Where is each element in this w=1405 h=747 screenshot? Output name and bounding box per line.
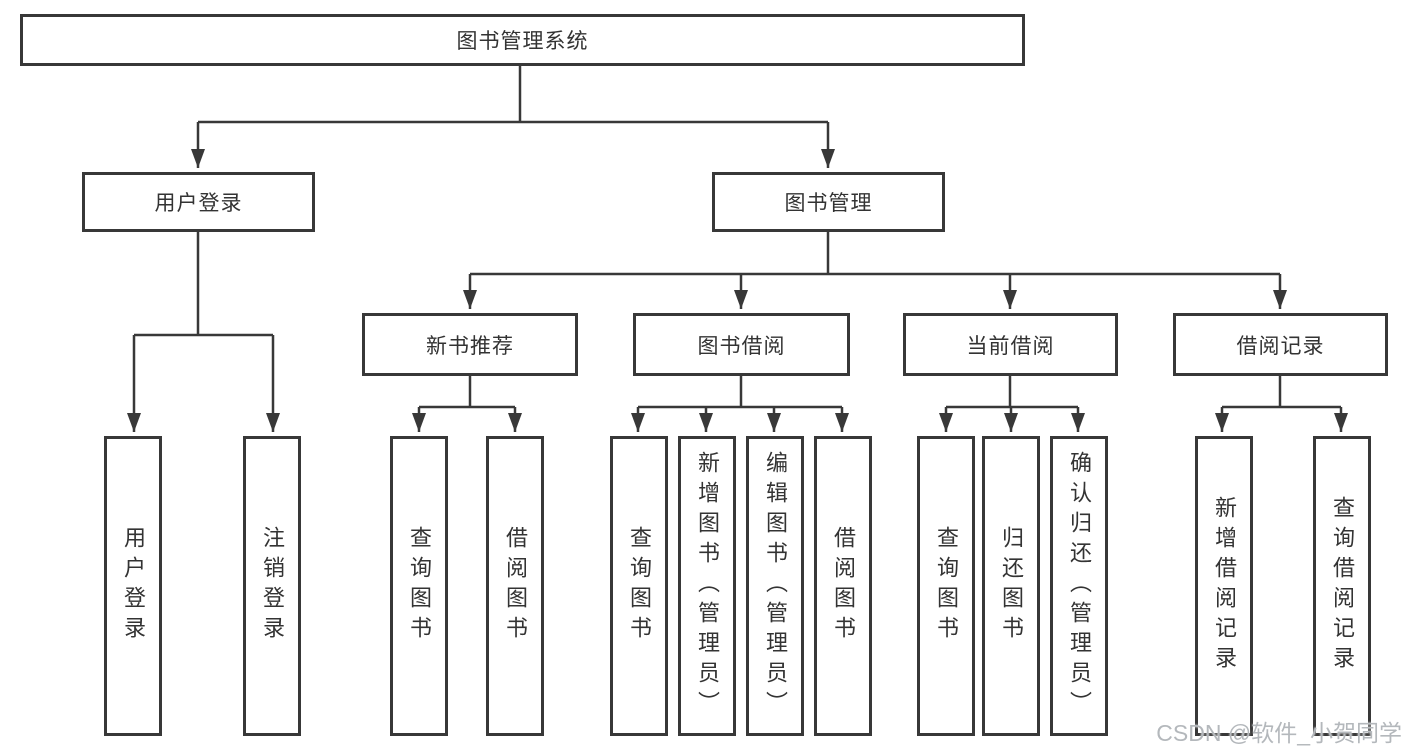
leaf-label: 借阅图书 — [503, 526, 528, 646]
node-label: 图书管理 — [784, 192, 873, 215]
leaf-label: 编辑图书（管理员） — [763, 451, 788, 721]
leaf-add-books-admin: 新增图书（管理员） — [678, 436, 736, 736]
leaf-return-books: 归还图书 — [982, 436, 1040, 736]
node-borrowing-records: 借阅记录 — [1173, 313, 1388, 376]
node-label: 借阅记录 — [1236, 334, 1325, 358]
node-new-book-recommend: 新书推荐 — [362, 313, 578, 376]
leaf-label: 注销登录 — [260, 526, 285, 646]
connector-book-borrow-branch — [631, 376, 849, 432]
node-label: 图书借阅 — [697, 334, 786, 358]
leaf-borrow-books-recommend: 借阅图书 — [486, 436, 544, 736]
csdn-watermark: CSDN @软件_小贺同学 — [1156, 720, 1402, 746]
leaf-label: 用户登录 — [121, 526, 146, 646]
connector-new-book-branch — [412, 376, 522, 432]
leaf-query-borrow-record: 查询借阅记录 — [1313, 436, 1371, 736]
node-user-login: 用户登录 — [82, 172, 315, 232]
node-book-borrowing: 图书借阅 — [633, 313, 850, 376]
leaf-user-login: 用户登录 — [104, 436, 162, 736]
leaf-label: 查询借阅记录 — [1330, 496, 1355, 676]
node-label: 当前借阅 — [966, 334, 1055, 358]
leaf-confirm-return-admin: 确认归还（管理员） — [1050, 436, 1108, 736]
connector-borrow-record-branch — [1215, 376, 1348, 432]
leaf-borrow-books: 借阅图书 — [814, 436, 872, 736]
leaf-logout: 注销登录 — [243, 436, 301, 736]
leaf-query-books-current: 查询图书 — [917, 436, 975, 736]
leaf-label: 新增图书（管理员） — [695, 451, 720, 721]
leaf-query-books-recommend: 查询图书 — [390, 436, 448, 736]
leaf-add-borrow-record: 新增借阅记录 — [1195, 436, 1253, 736]
leaf-label: 新增借阅记录 — [1212, 496, 1237, 676]
connector-root-to-level2 — [191, 66, 835, 168]
leaf-label: 确认归还（管理员） — [1067, 451, 1092, 721]
node-label: 新书推荐 — [426, 334, 514, 358]
leaf-label: 借阅图书 — [831, 526, 856, 646]
leaf-label: 查询图书 — [627, 526, 652, 646]
leaf-edit-books-admin: 编辑图书（管理员） — [746, 436, 804, 736]
leaf-label: 查询图书 — [407, 526, 432, 646]
node-library-management-system: 图书管理系统 — [20, 14, 1025, 66]
node-book-management: 图书管理 — [712, 172, 945, 232]
node-label: 图书管理系统 — [456, 30, 589, 53]
node-current-borrowing: 当前借阅 — [903, 313, 1118, 376]
leaf-query-books-borrowing: 查询图书 — [610, 436, 668, 736]
connector-book-mgmt-branch — [463, 232, 1287, 309]
connector-user-login-branch — [127, 232, 280, 432]
leaf-label: 查询图书 — [934, 526, 959, 646]
node-label: 用户登录 — [154, 192, 243, 215]
connector-current-borrow-branch — [939, 376, 1085, 432]
leaf-label: 归还图书 — [999, 526, 1024, 646]
